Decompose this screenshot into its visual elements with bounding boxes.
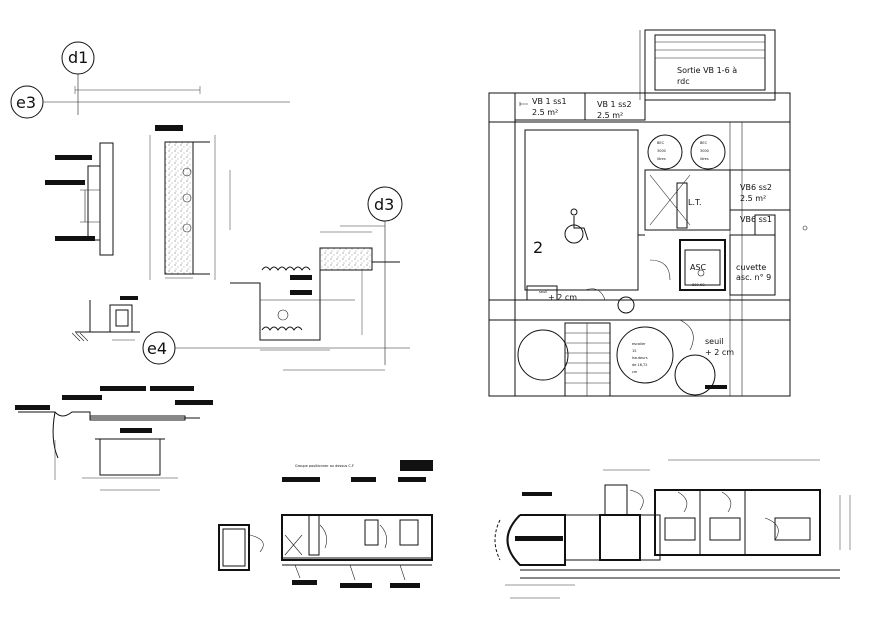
axis-label: d3	[374, 195, 394, 214]
axis-marker-e3: e3	[10, 85, 290, 119]
room-number: 2	[533, 238, 543, 257]
axis-marker-d3: d3	[367, 186, 403, 365]
bec2-unit: litres	[700, 157, 709, 161]
slab-section-detail	[230, 225, 400, 371]
axis-marker-d1: d1	[61, 41, 95, 115]
section-coupe-left	[15, 386, 213, 491]
vb6-ss2-area: 2.5 m²	[740, 194, 766, 203]
bec1-capacity: 3000	[657, 149, 666, 153]
extraction-detail	[45, 142, 114, 256]
axis-label: e4	[147, 339, 167, 358]
seuil-left-label: seuil	[539, 290, 547, 294]
bec2-label: BEC	[700, 141, 708, 145]
bec2-capacity: 3000	[700, 149, 709, 153]
vb1-ss2-area: 2.5 m²	[597, 111, 623, 120]
stair-height-unit: cm	[632, 370, 638, 374]
coupe-title: Groupe positionner au dessus C.F	[295, 464, 354, 468]
wheelchair-icon	[564, 208, 589, 244]
vb1-ss2-label: VB 1 ss2	[597, 100, 632, 109]
vb6-ss1-label: VB6 ss1	[740, 215, 772, 224]
lift-capacity: 800 KG	[692, 283, 705, 287]
seuil-right-value: + 2 cm	[705, 348, 734, 357]
bec1-label: BEC	[657, 141, 665, 145]
technical-room-plan: Groupe positionner au dessus C.F	[218, 460, 433, 588]
vb1-ss1-area: 2.5 m²	[532, 108, 558, 117]
lt-label: L.T.	[688, 198, 701, 207]
stair-label: escalier	[632, 342, 646, 346]
stair-height: de 16,72	[632, 363, 648, 367]
axis-marker-e4: e4	[142, 331, 410, 365]
seuil-right-label: seuil	[705, 337, 724, 346]
sortie-label: Sortie VB 1-6 à	[677, 66, 737, 75]
seuil-left-value: + 2 cm	[548, 293, 577, 302]
floor-plan: Sortie VB 1-6 à rdc VB 1 ss1 2.5 m² VB 1…	[488, 29, 808, 397]
axis-label: d1	[68, 48, 88, 67]
cuvette-label: cuvette	[736, 263, 766, 272]
axis-label: e3	[16, 93, 36, 112]
small-bracket-detail	[71, 296, 140, 342]
bec1-unit: litres	[657, 157, 666, 161]
cuvette-number: asc. n° 9	[736, 273, 771, 282]
stair-unit: hauteurs	[632, 356, 648, 360]
rdc-label: rdc	[677, 77, 690, 86]
wheelchair-icon	[697, 269, 705, 277]
wall-section-detail	[74, 86, 231, 280]
asc-label: ASC	[690, 263, 707, 272]
vb1-ss1-label: VB 1 ss1	[532, 97, 567, 106]
vb6-ss2-label: VB6 ss2	[740, 183, 772, 192]
stair-count: 15	[632, 349, 636, 353]
station-plan	[494, 459, 851, 599]
